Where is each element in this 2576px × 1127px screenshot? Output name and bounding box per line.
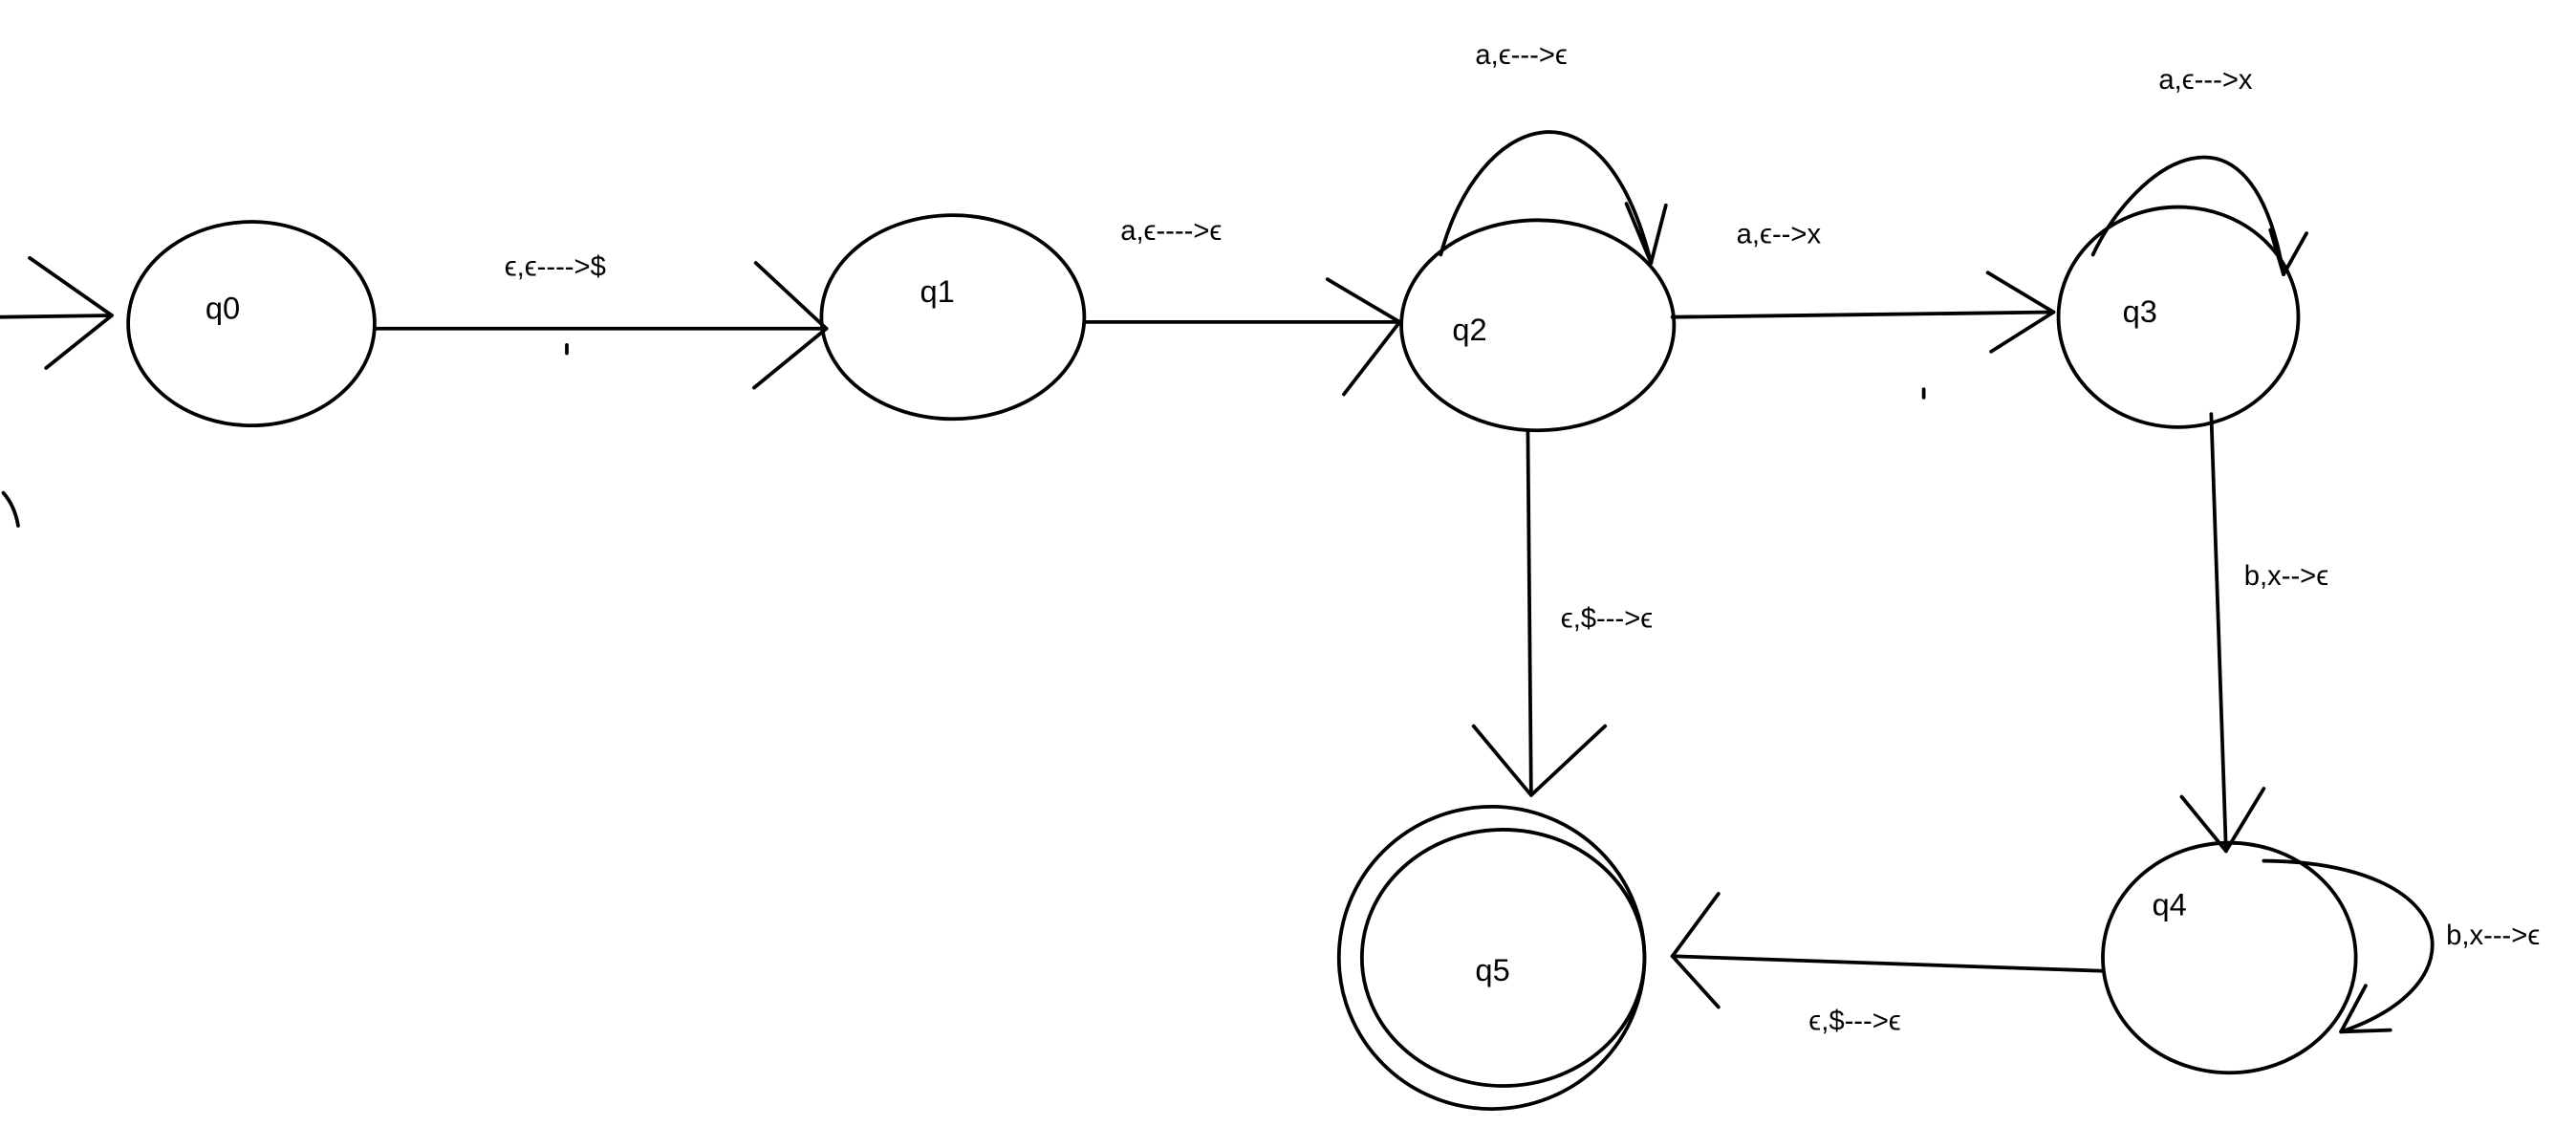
start-arrow <box>0 255 114 370</box>
transition-label: ϵ,$--->ϵ <box>1808 1007 1900 1037</box>
state-label: q0 <box>206 290 240 325</box>
transition-label: a,ϵ---->ϵ <box>1120 216 1222 247</box>
transition-q3-q4: b,x-->ϵ <box>2179 412 2328 854</box>
transition-q2-loop: a,ϵ--->ϵ <box>1439 40 1668 265</box>
state-q3: q3 <box>2056 205 2301 429</box>
transition-q2-q5: ϵ,$--->ϵ <box>1471 428 1653 797</box>
transition-q1-q2: a,ϵ---->ϵ <box>1082 216 1402 397</box>
transition-label: a,ϵ-->x <box>1737 219 1822 249</box>
state-label: q1 <box>920 273 955 309</box>
state-q2: q2 <box>1399 218 1677 433</box>
state-q0: q0 <box>126 220 377 428</box>
transition-label: ϵ,ϵ---->$ <box>505 252 606 283</box>
state-q4: q4 <box>2101 840 2358 1075</box>
transition-label: a,ϵ--->x <box>2158 65 2252 96</box>
transition-q0-q1: ϵ,ϵ---->$ <box>373 252 829 390</box>
state-q5-accept: q5 <box>1336 804 1647 1111</box>
stray-mark <box>1 490 20 528</box>
transition-q4-q5: ϵ,$--->ϵ <box>1670 892 2105 1037</box>
transition-label: b,x-->ϵ <box>2244 561 2328 592</box>
transition-q4-loop: b,x--->ϵ <box>2262 858 2540 1034</box>
state-label: q5 <box>1475 952 1509 987</box>
transition-label: ϵ,$--->ϵ <box>1561 604 1653 635</box>
state-label: q4 <box>2153 886 2187 921</box>
state-label: q2 <box>1452 312 1486 347</box>
transition-label: a,ϵ--->ϵ <box>1475 40 1567 71</box>
transition-q3-loop: a,ϵ--->x <box>2090 65 2308 276</box>
state-q1: q1 <box>819 213 1087 422</box>
transition-q2-q3: a,ϵ-->x <box>1670 219 2056 400</box>
state-label: q3 <box>2123 293 2157 329</box>
transition-label: b,x--->ϵ <box>2446 921 2540 951</box>
